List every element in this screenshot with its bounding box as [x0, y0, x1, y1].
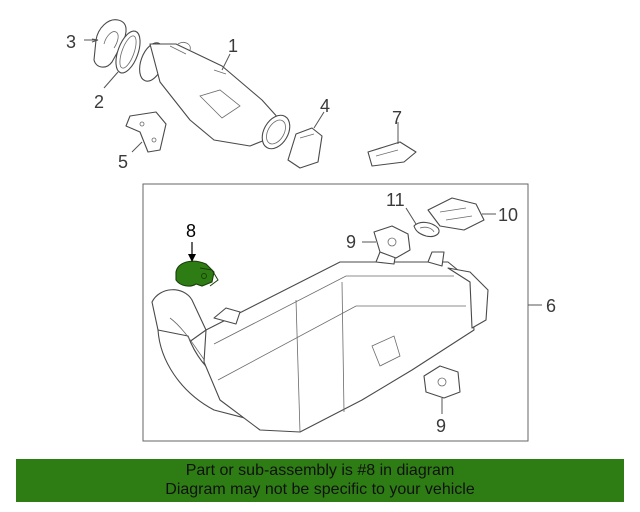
- callout-4: 4: [320, 96, 330, 116]
- callout-11: 11: [386, 190, 405, 210]
- callout-10: 10: [498, 205, 518, 225]
- callout-7: 7: [392, 108, 402, 128]
- part-3-flange: [93, 19, 127, 68]
- muffler-group-box: [142, 183, 529, 442]
- callout-9-lower: 9: [436, 416, 446, 436]
- callout-9-upper: 9: [346, 232, 356, 252]
- callout-5: 5: [118, 152, 128, 172]
- leader-11: [405, 207, 417, 225]
- leader-4: [313, 111, 325, 129]
- part-8-bracket-highlighted: [175, 260, 219, 287]
- part-4-clamp: [287, 127, 323, 169]
- callout-3: 3: [66, 32, 76, 52]
- callout-1: 1: [228, 36, 238, 56]
- part-10-heat-shield: [427, 197, 485, 231]
- part-5-bracket: [125, 111, 167, 153]
- banner-line-2: Diagram may not be specific to your vehi…: [165, 481, 475, 498]
- leader-5: [131, 141, 143, 153]
- part-11-clip: [413, 221, 440, 238]
- callout-2: 2: [94, 92, 104, 112]
- part-9-hanger-upper: [373, 225, 411, 259]
- callout-6: 6: [546, 296, 556, 316]
- part-2-gasket: [115, 30, 141, 74]
- leader-1: [221, 53, 231, 71]
- callout-8: 8: [186, 221, 196, 241]
- arrow-8: [188, 254, 196, 262]
- arrow-3: [91, 38, 99, 43]
- part-9-hanger-lower: [423, 365, 461, 399]
- fitment-banner: Part or sub-assembly is #8 in diagram Di…: [16, 459, 624, 502]
- exhaust-parts-diagram: 3 2 1 5 4 7 6: [66, 19, 556, 442]
- part-6-muffler: [151, 251, 489, 433]
- leader-2: [103, 71, 119, 89]
- part-7-bracket: [367, 141, 417, 167]
- part-1-catalytic-converter: [139, 42, 291, 150]
- banner-line-1: Part or sub-assembly is #8 in diagram: [185, 462, 455, 479]
